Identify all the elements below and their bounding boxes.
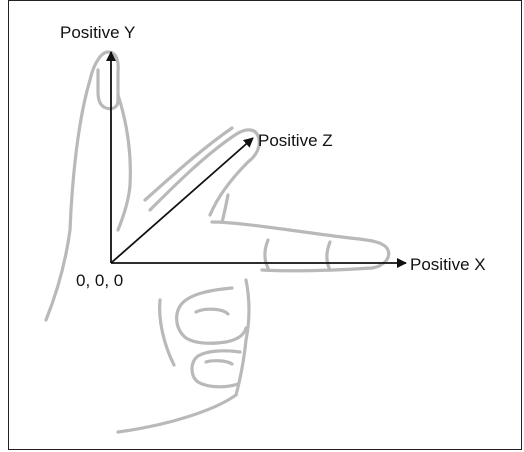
origin-label: 0, 0, 0 (76, 271, 123, 290)
thumb-left-edge (44, 228, 72, 322)
thumb-back-outline (116, 93, 132, 232)
index-finger-upper (143, 126, 234, 202)
diagram-frame (8, 0, 522, 450)
palm-lower-edge (158, 298, 176, 367)
ring-finger-nail (194, 307, 230, 316)
pinky-nail (204, 359, 234, 366)
positive-x-label: Positive X (410, 255, 486, 274)
wrist-lower (116, 393, 238, 434)
positive-y-label: Positive Y (60, 23, 135, 42)
positive-z-label: Positive Z (258, 131, 333, 150)
index-finger-outline (148, 128, 261, 217)
ring-finger-outline (175, 286, 248, 345)
hand-illustration (44, 50, 391, 434)
axes (106, 51, 407, 268)
pinky-outline (190, 349, 242, 389)
palm-right-edge (234, 278, 251, 397)
middle-finger-joint-2 (325, 240, 332, 272)
middle-finger-top (210, 220, 391, 273)
z-axis-arrow (110, 137, 254, 264)
index-knuckle (220, 193, 230, 224)
middle-finger-joint-1 (263, 238, 270, 270)
